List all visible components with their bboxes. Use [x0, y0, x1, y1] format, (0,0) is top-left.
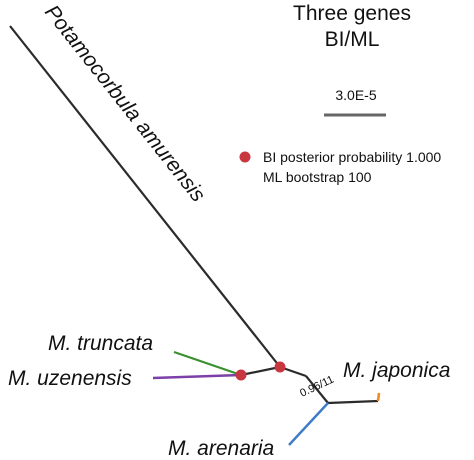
branch-internal-1: [240, 365, 281, 377]
branch-uzenensis: [152, 373, 242, 380]
branch-potamocorbula: [9, 25, 281, 368]
legend-posterior-label: BI posterior probability 1.000: [263, 149, 441, 165]
title-line-2: BI/ML: [325, 28, 380, 51]
legend-bootstrap-label: ML bootstrap 100: [263, 169, 372, 185]
branch-internal-3: [305, 375, 329, 404]
taxon-label-arenaria: M. arenaria: [168, 437, 274, 460]
branch-japonica: [376, 392, 381, 402]
taxon-label-japonica: M. japonica: [343, 359, 450, 382]
node-marker-1: [274, 361, 286, 373]
title-line-1: Three genes: [293, 2, 411, 25]
scale-bar-label: 3.0E-5: [335, 87, 376, 103]
branch-arenaria: [288, 402, 329, 446]
taxon-label-uzenensis: M. uzenensis: [8, 367, 132, 390]
node-marker-2: [235, 369, 247, 381]
legend-marker-icon: [239, 151, 251, 163]
taxon-label-truncata: M. truncata: [48, 332, 153, 355]
node-support-label: 0.96/11: [298, 374, 336, 400]
branch-truncata: [173, 350, 242, 377]
branch-japonica-stem: [327, 399, 379, 405]
taxon-label-potamocorbula: Potamocorbula amurensis: [40, 1, 210, 207]
